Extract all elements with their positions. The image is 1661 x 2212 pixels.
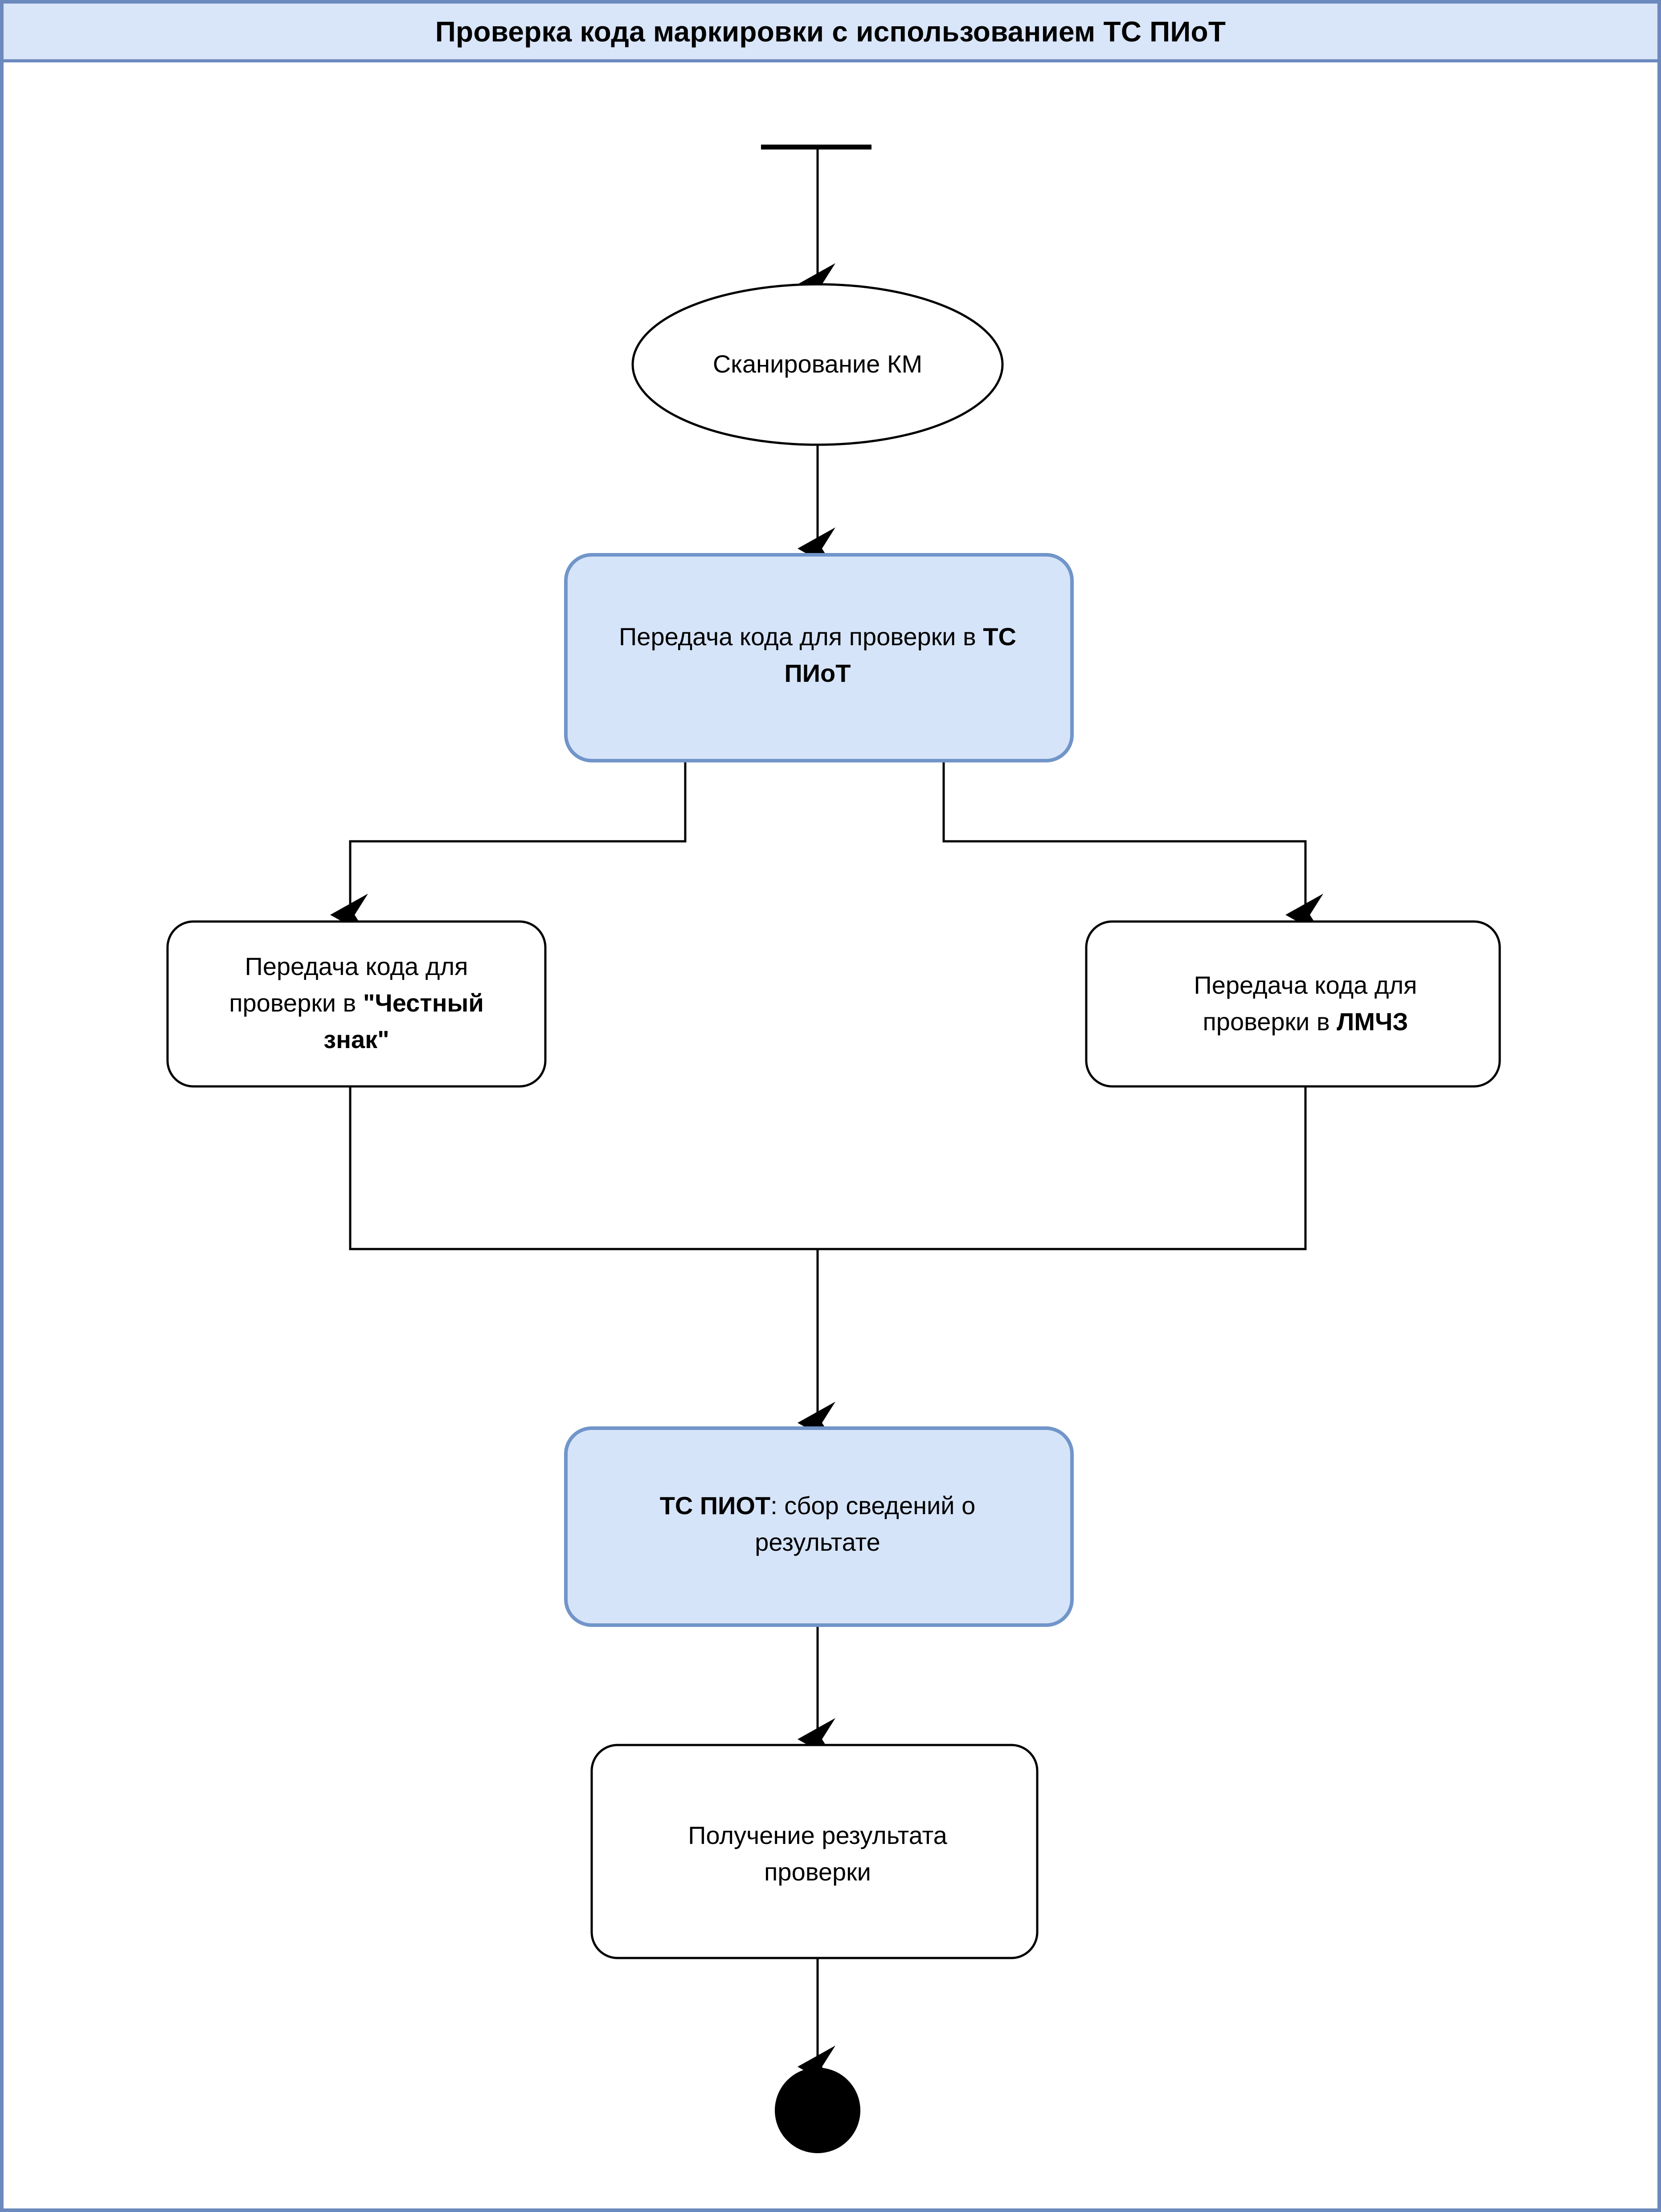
get-result-line1: Получение результата: [688, 1821, 947, 1849]
node-get-result[interactable]: Получение результата проверки: [590, 1744, 1039, 1959]
node-send-lmchz[interactable]: Передача кода для проверки в ЛМЧЗ: [1085, 920, 1501, 1088]
node-send-honest-sign[interactable]: Передача кода для проверки в "Честный зн…: [166, 920, 547, 1088]
collect-result-shape: [564, 1426, 1074, 1627]
get-result-line2: проверки: [764, 1858, 871, 1886]
send-honest-sign-line1: Передача кода для: [245, 952, 468, 980]
scan-km-shape: [631, 283, 1004, 446]
node-end[interactable]: [775, 2068, 860, 2153]
collect-result-line1-plain: : сбор сведений о: [770, 1491, 975, 1520]
edge-lmchz-to-merge: [818, 1086, 1307, 1250]
edge-layer: [330, 144, 1323, 2088]
send-lmchz-shape: [1085, 920, 1501, 1088]
flowchart-canvas: Сканирование КМ Передача кода для провер…: [4, 4, 1657, 2208]
edge-send-tc-piot-to-lmchz: [942, 760, 1323, 936]
collect-result-line1: ТС ПИОТ: сбор сведений о: [660, 1491, 976, 1520]
get-result-shape: [590, 1744, 1039, 1959]
send-tc-piot-line1-bold: ТС: [983, 623, 1016, 651]
node-collect-result[interactable]: ТС ПИОТ: сбор сведений о результате: [564, 1426, 1074, 1627]
send-lmchz-line1: Передача кода для: [1194, 971, 1417, 999]
collect-result-line1-bold: ТС ПИОТ: [660, 1491, 770, 1520]
send-honest-sign-line2: проверки в "Честный: [229, 989, 484, 1017]
send-lmchz-line2-bold: ЛМЧЗ: [1337, 1008, 1408, 1036]
edge-send-tc-piot-to-honest-sign: [330, 760, 687, 936]
collect-result-line2: результате: [755, 1528, 880, 1556]
node-scan-km[interactable]: Сканирование КМ: [631, 283, 1004, 446]
send-tc-piot-line1-plain: Передача кода для проверки в: [619, 623, 983, 651]
send-honest-sign-line3: знак": [323, 1025, 389, 1053]
send-tc-piot-line2: ПИоТ: [785, 659, 851, 687]
send-lmchz-line2-plain: проверки в: [1203, 1008, 1337, 1036]
page-title: Проверка кода маркировки с использование…: [435, 15, 1226, 48]
send-honest-sign-line2-plain: проверки в: [229, 989, 363, 1017]
end-node-circle: [775, 2068, 860, 2153]
send-lmchz-line2: проверки в ЛМЧЗ: [1203, 1008, 1408, 1036]
send-honest-sign-shape: [166, 920, 547, 1088]
flowchart-svg: Сканирование КМ Передача кода для провер…: [166, 144, 1501, 2153]
node-send-tc-piot[interactable]: Передача кода для проверки в ТС ПИоТ: [564, 553, 1074, 762]
edge-honest-sign-to-merge: [349, 1086, 818, 1250]
send-tc-piot-line1: Передача кода для проверки в ТС: [619, 623, 1016, 651]
scan-km-label: Сканирование КМ: [713, 350, 922, 378]
send-honest-sign-line2-bold: "Честный: [363, 989, 484, 1017]
send-tc-piot-shape: [564, 553, 1074, 762]
window-title-bar: Проверка кода маркировки с использование…: [4, 4, 1657, 62]
